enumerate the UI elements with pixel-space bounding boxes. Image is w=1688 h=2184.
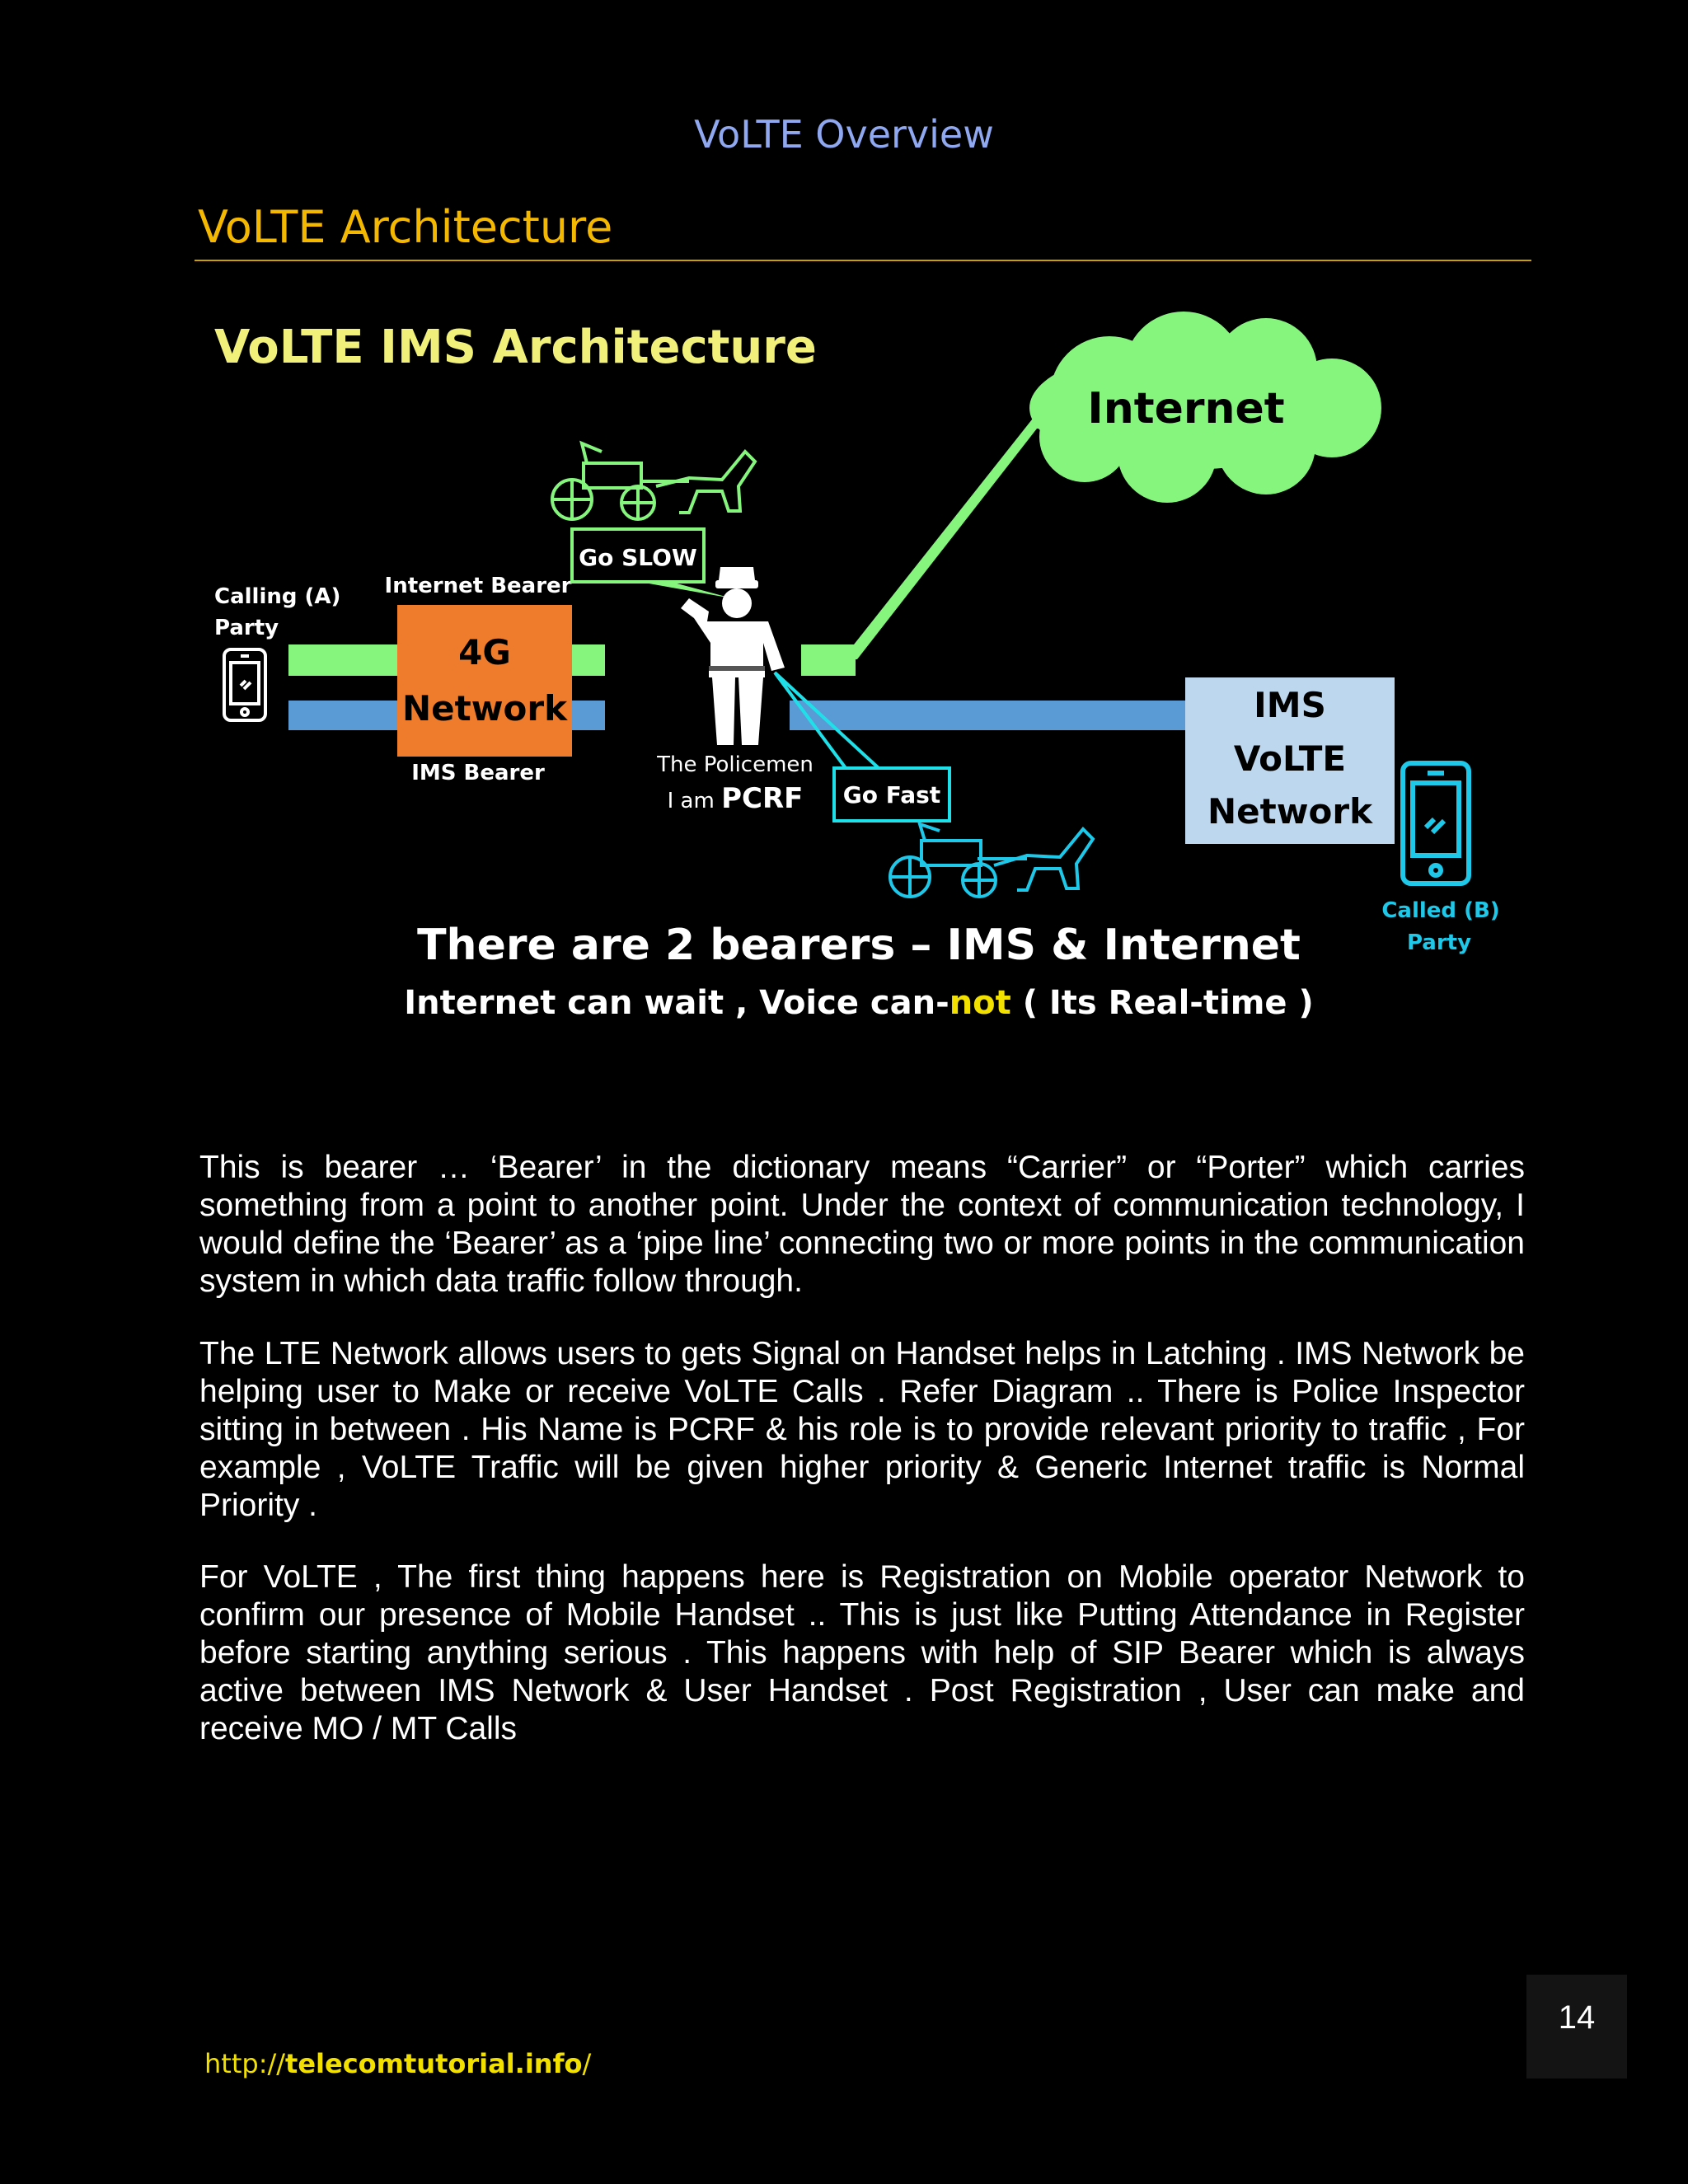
pcrf-label: PCRF [721, 782, 803, 815]
calling-party-label-line2: Party [214, 616, 279, 640]
caption-sub-not: not [950, 984, 1011, 1022]
go-slow-callout [570, 527, 706, 583]
go-slow-label: Go SLOW [579, 544, 697, 571]
paragraph-lte-ims-pcrf: The LTE Network allows users to gets Sig… [199, 1336, 1525, 1523]
caption-sub-part1: Internet can wait , Voice can- [404, 984, 949, 1022]
network-label-line1: 4G [458, 632, 511, 673]
called-party-label-line2: Party [1407, 930, 1471, 955]
paragraph-volte-registration: For VoLTE , The first thing happens here… [199, 1559, 1525, 1746]
internet-cloud-icon [1029, 312, 1381, 503]
horse-carriage-fast-icon [889, 821, 1095, 898]
diagram-title: VoLTE IMS Architecture [214, 321, 817, 374]
internet-bearer-label: Internet Bearer [385, 574, 572, 598]
calling-party-label-line1: Calling (A) [214, 584, 340, 609]
network-label-line2: Network [402, 688, 568, 729]
pcrf-belt [709, 666, 765, 671]
calling-phone-icon [223, 648, 267, 722]
diagram-caption-sub: Internet can wait , Voice can-not ( Its … [404, 984, 1313, 1022]
footer-link-domain: telecomtutorial.info [285, 2048, 583, 2079]
footer-link-suffix: / [582, 2048, 592, 2079]
go-fast-callout [832, 766, 951, 823]
called-phone-icon [1400, 761, 1471, 886]
diagram-caption-main: There are 2 bearers – IMS & Internet [417, 921, 1301, 970]
footer-link-prefix: http:// [204, 2048, 286, 2079]
paragraph-bearer-definition: This is bearer … ‘Bearer’ in the diction… [199, 1150, 1525, 1299]
volte-architecture-diagram: VoLTE IMS Architecture Internet 4G Netwo… [214, 312, 1500, 1022]
caption-sub-part2: ( Its Real-time ) [1011, 984, 1314, 1022]
4g-network-box [397, 605, 572, 757]
ims-label-line2: VoLTE [1234, 738, 1346, 779]
page-number: 14 [1558, 1999, 1596, 2036]
go-slow-callout-tail [640, 582, 732, 598]
ims-label-line3: Network [1207, 791, 1373, 832]
ims-label-line1: IMS [1254, 685, 1326, 725]
footer-link[interactable]: http://telecomtutorial.info/ [204, 2048, 591, 2079]
policeman-icon [681, 567, 785, 745]
page-header: VoLTE Overview [694, 112, 994, 157]
horse-carriage-slow-icon [551, 440, 757, 521]
policemen-label-line1: The Policemen [656, 752, 814, 777]
section-divider [195, 260, 1531, 261]
called-party-label-line1: Called (B) [1381, 898, 1499, 923]
section-title: VoLTE Architecture [198, 201, 613, 253]
internet-label: Internet [1087, 384, 1284, 434]
page-number-box: 14 [1526, 1975, 1627, 2079]
ims-volte-network-box [1185, 677, 1395, 844]
ims-bearer-label: IMS Bearer [411, 761, 545, 785]
go-fast-label: Go Fast [843, 781, 940, 808]
policemen-label-line2: I am PCRF [668, 782, 804, 815]
policemen-label-prefix: I am [668, 789, 721, 813]
